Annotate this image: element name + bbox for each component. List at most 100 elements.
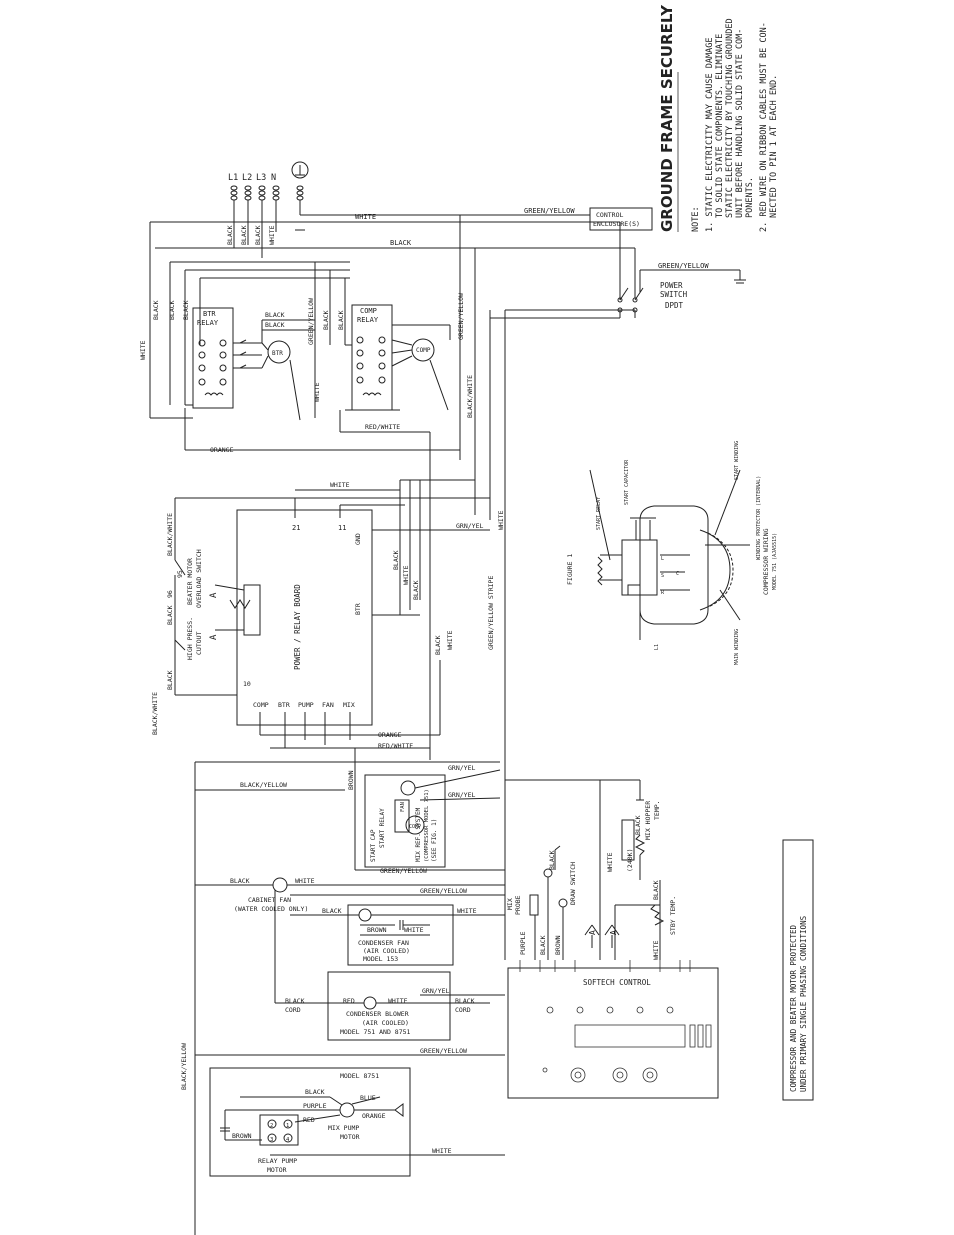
pump-pin-3: 3 (270, 1137, 273, 1143)
control-enclosure-label-2: ENCLOSURE(S) (593, 220, 640, 228)
wire-label-black-draw: BLACK (548, 850, 556, 870)
cabinet-fan: BLACK WHITE GREEN/YELLOW CABINET FAN (WA… (195, 877, 505, 913)
mix-ref-label-2: (COMPRESSOR MODEL 751) (424, 789, 430, 862)
start-cap-label: START CAP (370, 829, 377, 862)
wire-label-black-cond-fan: BLACK (322, 907, 342, 915)
wire-label-white-pump: WHITE (432, 1147, 452, 1155)
wire-label-black-blower-right: BLACK (455, 997, 475, 1005)
wire-label-green-yellow-switch: GREEN/YELLOW (658, 262, 709, 270)
pump-pin-1: 1 (286, 1123, 289, 1129)
note-1-line-1: 1. STATIC ELECTRICITY MAY CAUSE DAMAGE (705, 38, 715, 232)
supply-l3-label: L3 (256, 173, 266, 183)
beater-overload-label-2: OVERLOAD SWITCH (195, 549, 203, 608)
wire-label-white-n: WHITE (268, 225, 276, 245)
fan-label: FAN (400, 802, 406, 812)
figure-1-label: FIGURE 1 (566, 554, 574, 585)
wire-label-black-cabinet: BLACK (230, 877, 250, 885)
condenser-fan-label-1: CONDENSER FAN (358, 939, 409, 947)
note-2-line-2: NECTED TO PIN 1 AT EACH END. (769, 75, 779, 218)
condenser-fan-label-3: MODEL 153 (363, 955, 398, 963)
single-phasing-line-1: COMPRESSOR AND BEATER MOTOR PROTECTED (789, 924, 798, 1092)
softech-control: SOFTECH CONTROL (507, 960, 719, 1099)
note-1-line-5: PONENTS. (745, 177, 755, 218)
ground-frame-title: GROUND FRAME SECURELY (658, 4, 676, 232)
wire-label-orange-top: ORANGE (210, 446, 234, 454)
note-1-line-4: UNIT BEFORE HANDLING SOLID STATE COM- (735, 29, 745, 218)
board-mix: MIX (343, 701, 355, 709)
control-inputs: MIX PROBE PURPLE BLACK BLACK BROWN DRAW … (505, 779, 677, 960)
wire-label-grn-yel-mix-2: GRN/YEL (448, 791, 475, 799)
compressor-wiring-label-1: COMPRESSOR WIRING (762, 528, 770, 595)
relay-pump-label-2: MOTOR (267, 1166, 287, 1174)
single-phasing-note: COMPRESSOR AND BEATER MOTOR PROTECTED UN… (782, 839, 814, 1101)
supply-n-label: N (271, 173, 276, 183)
board-term-11: 11 (338, 524, 346, 532)
wire-label-purple-probe: PURPLE (519, 931, 527, 955)
note-2-line-1: 2. RED WIRE ON RIBBON CABLES MUST BE CON… (759, 22, 769, 232)
model-8751-label: MODEL 8751 (340, 1072, 379, 1080)
btr-motor-label: BTR (272, 350, 283, 357)
compressor-wiring-label-2: MODEL 751 (AJA5515) (772, 533, 778, 590)
overload-and-cutout: A A BEATER MOTOR OVERLOAD SWITCH 96 95 B… (151, 513, 261, 735)
wire-label-black-comp-1: BLACK (322, 310, 330, 330)
relay-pump-label-1: RELAY PUMP (258, 1157, 297, 1165)
wire-label-black-vert-1: BLACK (434, 635, 442, 655)
wire-label-black-white-right: BLACK/WHITE (466, 375, 474, 418)
wire-label-green-yellow-pump: GREEN/YELLOW (420, 1047, 467, 1055)
board-fan: FAN (322, 701, 334, 709)
wire-label-black-l3: BLACK (254, 225, 262, 245)
blower-label-2: (AIR COOLED) (362, 1019, 409, 1027)
wire-label-black-l2: BLACK (240, 225, 248, 245)
board-term-btr: BTR (354, 603, 362, 615)
wire-label-grn-yel-mix-1: GRN/YEL (448, 764, 475, 772)
wire-label-red-pump: RED (303, 1116, 315, 1124)
wire-label-black-hopper: BLACK (634, 815, 642, 835)
wire-label-black-top: BLACK (390, 239, 412, 247)
blower-label-1: CONDENSER BLOWER (346, 1010, 409, 1018)
fig-term-s: S (661, 573, 664, 579)
wire-label-black-relay-2: BLACK (168, 300, 176, 320)
wire-label-black-comp-2: BLACK (337, 310, 345, 330)
wire-label-black-overload: BLACK (166, 605, 174, 625)
start-relay-fig-label: START RELAY (596, 497, 602, 530)
comp-relay: COMP RELAY COMP (339, 304, 451, 760)
wire-label-black-l1: BLACK (226, 225, 234, 245)
power-switch-label-1: POWER (660, 281, 683, 290)
board-term-21: 21 (292, 524, 300, 532)
wire-label-black-btr-2: BLACK (265, 321, 285, 329)
wire-label-grn-yel-board: GRN/YEL (456, 522, 483, 530)
wire-label-white-vert-right: WHITE (497, 510, 505, 530)
wire-label-cord-blower-right: CORD (455, 1006, 471, 1014)
thermistor-value-label: (240K) (626, 849, 634, 872)
board-pump: PUMP (298, 701, 314, 709)
main-winding-label: MAIN WINDING (734, 629, 740, 665)
wire-label-brown-cond-fan: BROWN (367, 926, 387, 934)
wire-label-white-cabinet: WHITE (295, 877, 315, 885)
wire-label-purple-pump: PURPLE (303, 1102, 327, 1110)
single-phasing-line-2: UNDER PRIMARY SINGLE PHASING CONDITIONS (799, 915, 808, 1092)
board-term-gnd: GND (354, 533, 362, 545)
fig-term-l: L (661, 556, 664, 562)
blower-label-3: MODEL 751 AND 8751 (340, 1028, 411, 1036)
wire-label-white-cond-fan-2: WHITE (404, 926, 424, 934)
cabinet-fan-label-2: (WATER COOLED ONLY) (234, 905, 308, 913)
wire-label-green-yellow-top: GREEN/YELLOW (524, 207, 575, 215)
board-comp: COMP (253, 701, 269, 709)
wire-label-black-white-overload: BLACK/WHITE (166, 513, 174, 556)
wire-label-orange-pump: ORANGE (362, 1112, 386, 1120)
pump-pin-2: 2 (270, 1123, 273, 1129)
mix-ref-label-1: MIX REF. SYSTEM (415, 807, 422, 862)
pump-section: MODEL 8751 2 1 3 4 BLACK PURPLE BLUE OR (180, 1043, 505, 1177)
wire-label-white-cond-fan: WHITE (457, 907, 477, 915)
wire-label-green-yellow-cabinet: GREEN/YELLOW (420, 887, 467, 895)
draw-mark-a-2: A (609, 930, 618, 935)
figure-1-compressor-wiring: FIGURE 1 START RELAY START CAPACITOR STA… (566, 441, 778, 665)
stby-temp-label: STBY TEMP. (669, 896, 677, 935)
softech-control-label: SOFTECH CONTROL (583, 978, 651, 987)
wire-label-black-btr-1: BLACK (265, 311, 285, 319)
btr-relay-label-2: RELAY (197, 319, 219, 327)
power-relay-board-label: POWER / RELAY BOARD (293, 584, 302, 670)
wire-label-black-yellow-left: BLACK/YELLOW (180, 1043, 188, 1090)
btr-relay: BTR RELAY BTR (192, 307, 291, 409)
